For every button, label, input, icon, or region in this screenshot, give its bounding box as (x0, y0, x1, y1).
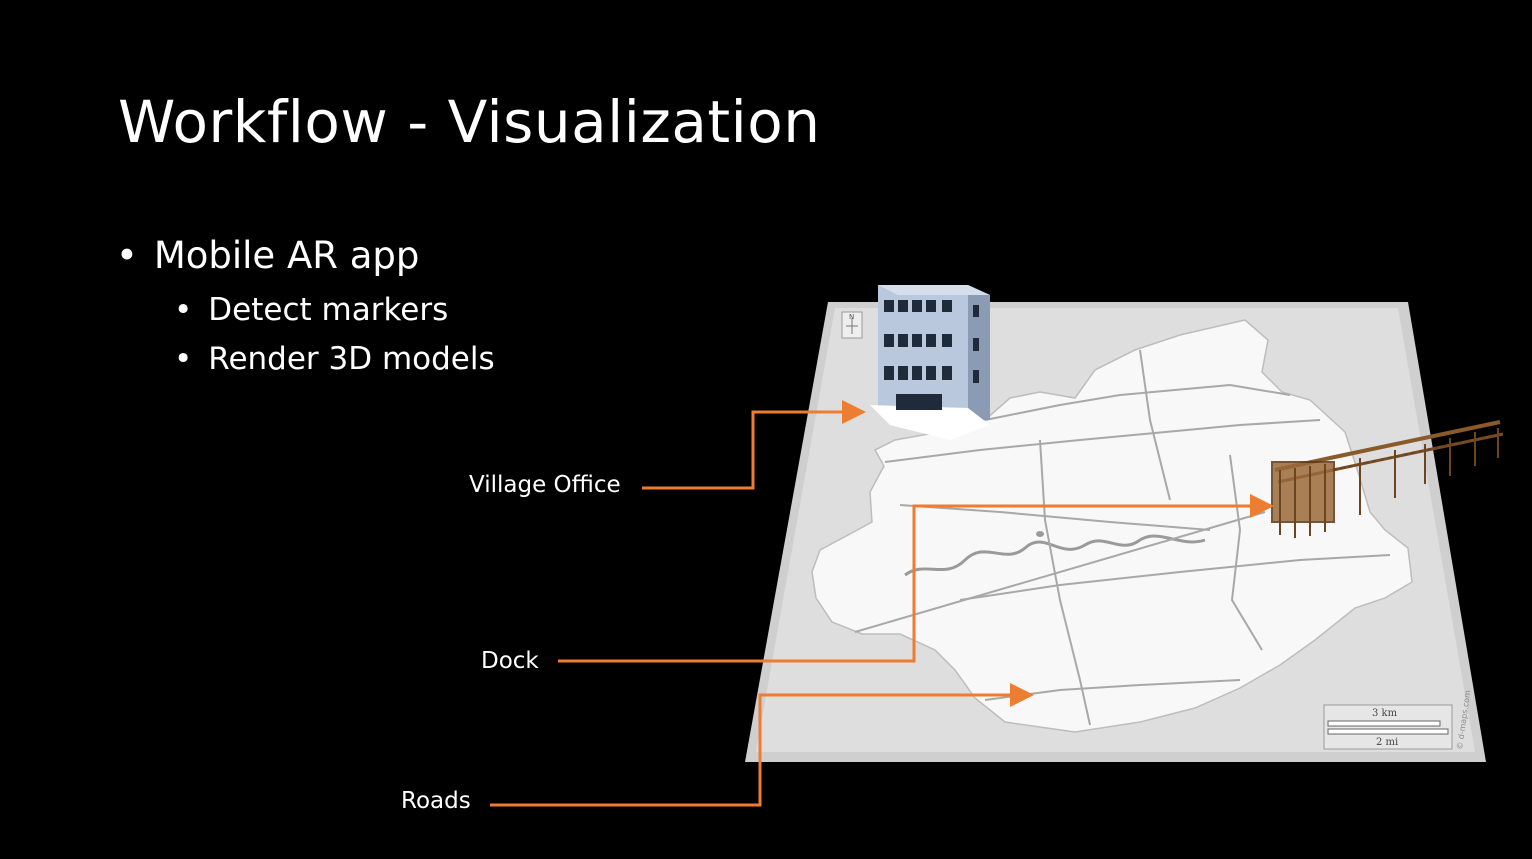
callout-connectors (490, 400, 1274, 807)
scale-km: 3 km (1372, 708, 1398, 719)
village-office-connector (642, 400, 866, 490)
dock-model (1271, 420, 1504, 538)
village-office-building-model (870, 285, 990, 440)
roads-connector (490, 683, 1034, 807)
scale-mi: 2 mi (1376, 737, 1398, 748)
callout-village-office: Village Office (469, 472, 621, 498)
callout-dock: Dock (481, 648, 539, 674)
bullet-dot: • (116, 234, 138, 277)
bullet-dot: • (174, 292, 193, 328)
bullet-mobile-ar-app: •Mobile AR app (116, 234, 420, 277)
dock-connector (558, 494, 1274, 663)
map-scale-bar: 3 km 2 mi (1323, 704, 1453, 750)
slide-title: Workflow - Visualization (118, 88, 821, 156)
map-pond (1036, 531, 1044, 537)
bullet-detect-markers: •Detect markers (174, 292, 449, 328)
map-compass: N (841, 311, 863, 339)
callout-roads: Roads (401, 788, 471, 814)
map-roads (854, 349, 1391, 726)
bullet-render-3d-models: •Render 3D models (174, 341, 495, 377)
bullet-dot: • (174, 341, 193, 377)
map-river (904, 534, 1206, 577)
compass-letter: N (849, 313, 854, 321)
